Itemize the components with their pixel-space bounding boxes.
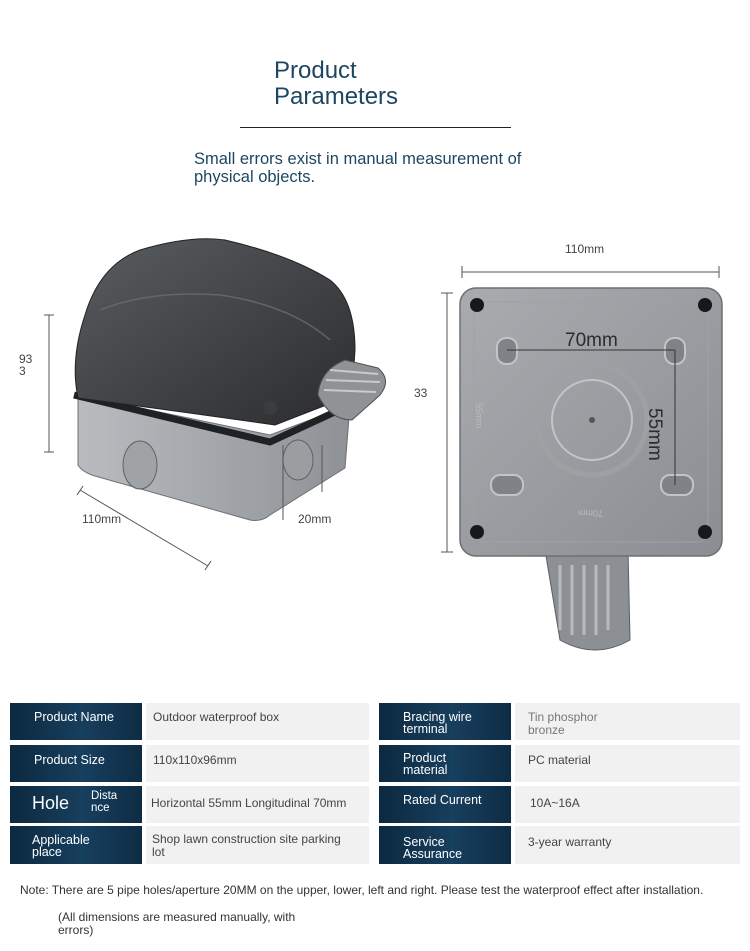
back-width-label: 110mm xyxy=(565,242,605,256)
spec-label-product-material: Product material xyxy=(379,745,511,782)
title-divider xyxy=(240,127,511,128)
inner-horizontal-label: 70mm xyxy=(565,330,618,351)
inner-vertical-label: 55mm xyxy=(644,408,665,461)
spec-value-bracing-wire: Tin phosphor bronze xyxy=(515,703,740,740)
spec-label-product-name: Product Name xyxy=(10,703,142,740)
title-line-1: Product xyxy=(274,57,357,84)
perspective-box xyxy=(44,238,386,571)
page-title: Product Parameters xyxy=(274,58,398,110)
embossed-horizontal-label: 70mm xyxy=(578,508,604,518)
spec-value-product-material: PC material xyxy=(515,745,740,782)
left-width-label: 110mm xyxy=(82,512,122,526)
product-figure: 93 3 110mm 20mm 110mm 33 70mm 55mm 55mm … xyxy=(0,220,750,680)
spec-label-product-size: Product Size xyxy=(10,745,142,782)
back-view xyxy=(441,266,723,651)
spec-value-rated-current: 10A~16A xyxy=(515,786,740,823)
hole-diameter-label: 20mm xyxy=(298,512,332,526)
title-line-2: Parameters xyxy=(274,83,399,110)
spec-value-product-name: Outdoor waterproof box xyxy=(146,703,369,740)
installation-note: Note: There are 5 pipe holes/aperture 20… xyxy=(20,883,704,897)
spec-value-service-assurance: 3-year warranty xyxy=(515,826,740,864)
spec-label-service-assurance: Service Assurance xyxy=(379,826,511,864)
embossed-vertical-label: 55mm xyxy=(474,403,484,429)
product-illustration xyxy=(44,238,723,651)
spec-label-rated-current: Rated Current xyxy=(379,786,511,823)
measurement-note: (All dimensions are measured manually, w… xyxy=(58,910,296,937)
measurement-disclaimer: Small errors exist in manual measurement… xyxy=(194,150,522,186)
spec-label-applicable-place: Applicable place xyxy=(10,826,142,864)
spec-value-product-size: 110x110x96mm xyxy=(146,745,369,782)
spec-value-hole-distance: Horizontal 55mm Longitudinal 70mm xyxy=(146,786,369,823)
back-height-label: 33 xyxy=(414,386,428,400)
left-height-label: 93 3 xyxy=(19,352,33,378)
spec-label-bracing-wire: Bracing wire terminal xyxy=(379,703,511,740)
spec-label-hole-distance: Hole Dista nce xyxy=(10,786,142,823)
spec-value-applicable-place: Shop lawn construction site parking lot xyxy=(146,826,369,864)
